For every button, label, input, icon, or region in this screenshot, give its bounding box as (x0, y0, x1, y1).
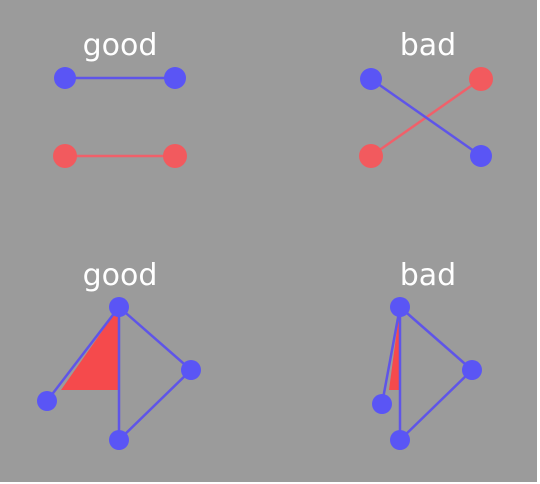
red-vertex (163, 144, 187, 168)
blue-vertex (360, 68, 382, 90)
red-vertex (359, 144, 383, 168)
blue-vertex (164, 67, 186, 89)
panel-bad-edges: bad (359, 28, 493, 168)
blue-vertex (372, 394, 392, 414)
red-vertex (469, 67, 493, 91)
panel-good-triangles-label: good (83, 258, 158, 293)
blue-vertex (37, 391, 57, 411)
panel-bad-triangles-label: bad (400, 258, 456, 293)
panel-good-triangles: good (37, 258, 201, 450)
blue-vertex (390, 297, 410, 317)
blue-vertex (109, 430, 129, 450)
blue-edge (370, 77, 482, 158)
blue-vertex (462, 360, 482, 380)
panel-good-edges-label: good (83, 28, 158, 63)
blue-vertex (181, 360, 201, 380)
blue-vertex (54, 67, 76, 89)
red-vertex (53, 144, 77, 168)
panel-bad-edges-label: bad (400, 28, 456, 63)
blue-vertex (390, 430, 410, 450)
panel-good-edges: good (53, 28, 187, 168)
panel-bad-triangles: bad (372, 258, 482, 450)
blue-vertex (109, 297, 129, 317)
blue-vertex (470, 145, 492, 167)
blue-mesh-edges (46, 305, 193, 442)
